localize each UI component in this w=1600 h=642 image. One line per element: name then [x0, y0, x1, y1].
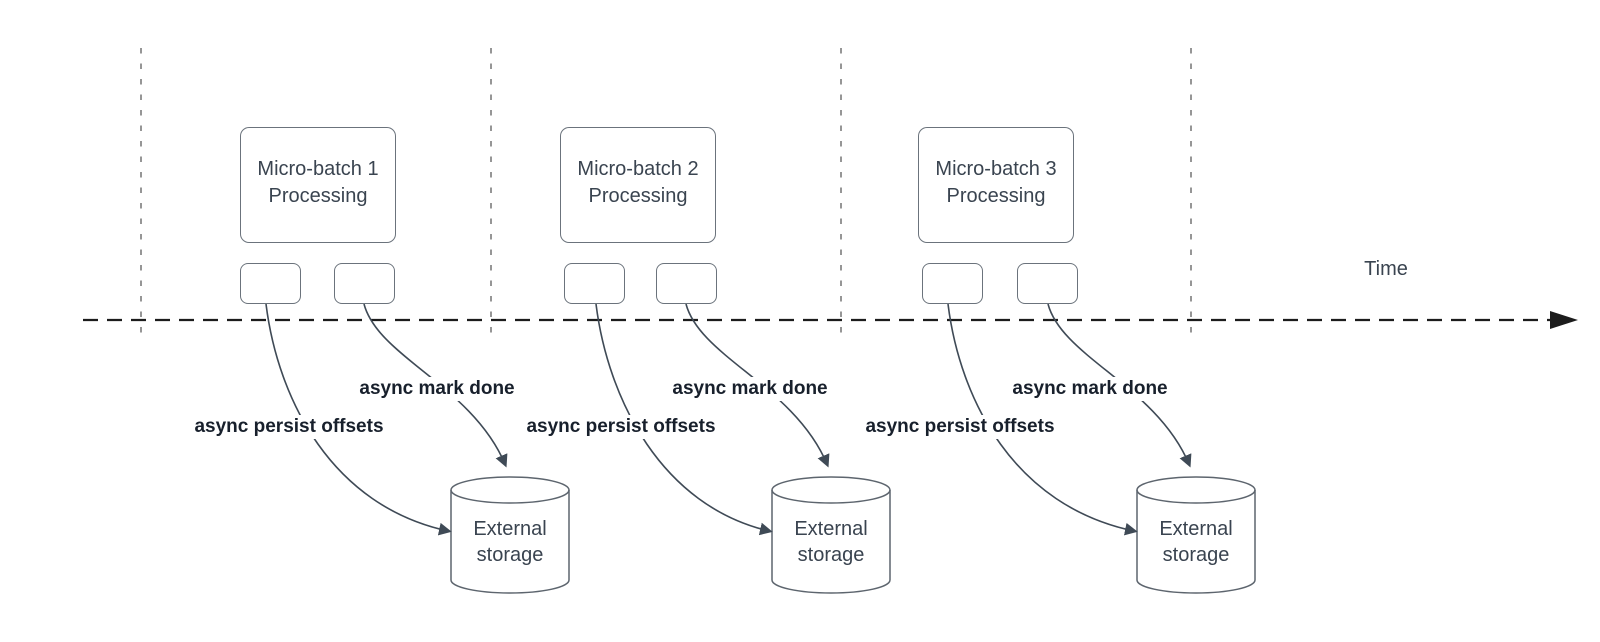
micro-batch-1-processing-box: Micro-batch 1 Processing [240, 127, 396, 243]
external-storage-label-3: External storage [1159, 518, 1233, 566]
persist-offsets-task-box-1 [240, 263, 301, 304]
mark-done-task-box-1 [334, 263, 395, 304]
persist-offsets-task-box-3 [922, 263, 983, 304]
async-mark-done-arrow-3 [1047, 303, 1192, 468]
async-persist-offsets-label-2: async persist offsets [522, 415, 720, 439]
async-persist-offsets-arrow-3 [947, 303, 1138, 536]
micro-batch-2-title-line2: Processing [588, 185, 688, 207]
async-mark-done-label-2: async mark done [668, 377, 832, 401]
async-mark-done-arrow-2 [685, 303, 830, 468]
micro-batch-3-title-line1: Micro-batch 3 [935, 158, 1057, 180]
persist-offsets-task-box-2 [564, 263, 625, 304]
time-axis-label: Time [1364, 258, 1408, 280]
async-persist-offsets-arrow-2 [595, 303, 773, 536]
mark-done-task-box-2 [656, 263, 717, 304]
mark-done-task-box-3 [1017, 263, 1078, 304]
async-mark-done-label-1: async mark done [355, 377, 519, 401]
micro-batch-1-title-line1: Micro-batch 1 [257, 158, 379, 180]
external-storage-label-2: External storage [794, 518, 868, 566]
time-axis-arrowhead-icon [1550, 311, 1578, 329]
external-storage-label-1: External storage [473, 518, 547, 566]
async-mark-done-label-3: async mark done [1008, 377, 1172, 401]
async-persist-offsets-label-1: async persist offsets [190, 415, 388, 439]
external-storage-cylinder-3 [1136, 476, 1256, 594]
micro-batch-2-title-line1: Micro-batch 2 [577, 158, 699, 180]
async-persist-offsets-label-3: async persist offsets [861, 415, 1059, 439]
micro-batch-3-processing-box: Micro-batch 3 Processing [918, 127, 1074, 243]
async-persist-offsets-arrow-1 [265, 303, 452, 536]
micro-batch-3-title-line2: Processing [946, 185, 1046, 207]
micro-batch-2-processing-box: Micro-batch 2 Processing [560, 127, 716, 243]
micro-batch-1-title-line2: Processing [268, 185, 368, 207]
external-storage-cylinder-2 [771, 476, 891, 594]
external-storage-cylinder-1 [450, 476, 570, 594]
async-mark-done-arrow-1 [363, 303, 508, 468]
